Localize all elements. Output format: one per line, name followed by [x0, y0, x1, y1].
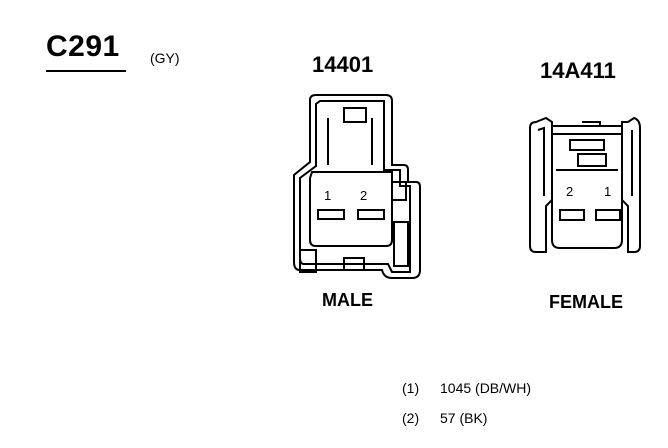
legend-row-2: (2) 57 (BK) — [402, 410, 487, 426]
female-pin-label-1: 1 — [604, 184, 611, 199]
male-pin-label-2: 2 — [360, 188, 367, 203]
male-connector-drawing — [293, 94, 421, 279]
legend-circuit-2: 57 (BK) — [440, 410, 488, 426]
connector-color-code: (GY) — [150, 50, 180, 66]
legend-pin-1: (1) — [402, 380, 420, 396]
female-label: FEMALE — [549, 292, 623, 312]
female-connector-drawing — [529, 116, 641, 253]
female-pin-label-2: 2 — [566, 184, 573, 199]
male-label: MALE — [322, 290, 373, 310]
connector-id-underline — [46, 70, 126, 72]
male-part-number: 14401 — [312, 52, 374, 77]
female-part-number: 14A411 — [540, 58, 616, 83]
legend-pin-2: (2) — [402, 410, 420, 426]
connector-id: C291 — [46, 30, 120, 63]
legend-circuit-1: 1045 (DB/WH) — [440, 380, 532, 396]
legend-row-1: (1) 1045 (DB/WH) — [402, 380, 531, 396]
male-pin-label-1: 1 — [324, 188, 331, 203]
